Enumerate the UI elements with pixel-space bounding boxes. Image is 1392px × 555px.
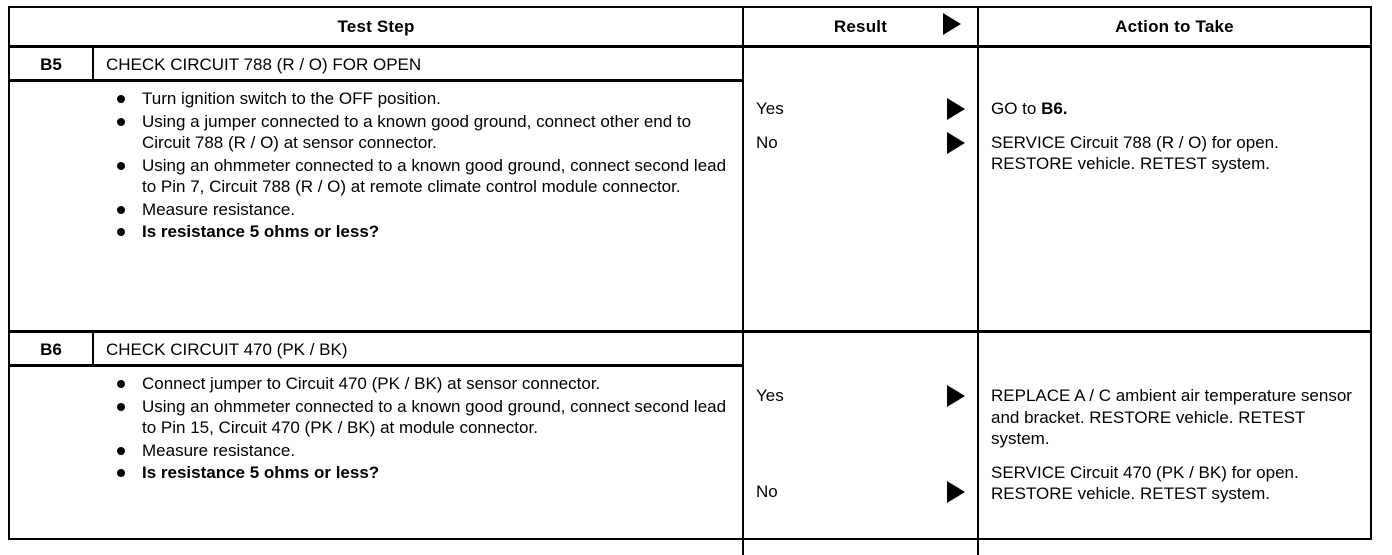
step-bullet-list-b5: Turn ignition switch to the OFF position…	[10, 88, 732, 243]
list-item: Using a jumper connected to a known good…	[110, 111, 732, 154]
bullet-dot-icon	[117, 228, 125, 236]
bullet-dot-icon	[117, 380, 125, 388]
bullet-text: Connect jumper to Circuit 470 (PK / BK) …	[142, 374, 601, 393]
bullet-text: Using a jumper connected to a known good…	[142, 111, 692, 153]
bullet-dot-icon	[117, 446, 125, 455]
bullet-text: Is resistance 5 ohms or less?	[142, 463, 380, 482]
triangle-right-icon	[947, 98, 965, 126]
action-text: REPLACE A / C ambient air temperature se…	[991, 386, 1352, 448]
bullet-dot-icon	[117, 95, 125, 103]
bullet-text: Using an ohmmeter connected to a known g…	[142, 396, 727, 438]
action-text: SERVICE Circuit 470 (PK / BK) for open. …	[991, 462, 1299, 504]
bullet-text: Is resistance 5 ohms or less?	[142, 222, 380, 241]
step-title-b6: CHECK CIRCUIT 470 (PK / BK)	[92, 333, 742, 367]
column-header-result: Result	[833, 16, 888, 36]
step-title-result-spacer-b6	[742, 333, 977, 367]
bullet-dot-icon	[117, 205, 125, 214]
step-actions-cell-b6: REPLACE A / C ambient air temperature se…	[977, 367, 1370, 555]
column-header-test-step: Test Step	[337, 16, 415, 36]
step-title-row-b5: B5 CHECK CIRCUIT 788 (R / O) FOR OPEN	[10, 48, 1370, 82]
action-text-emphasis: B6.	[1041, 99, 1068, 118]
triangle-right-icon	[947, 385, 965, 413]
bullet-text: Using an ohmmeter connected to a known g…	[142, 155, 727, 197]
action-text: SERVICE Circuit 788 (R / O) for open. RE…	[991, 132, 1279, 174]
action-text-no-b5: SERVICE Circuit 788 (R / O) for open. RE…	[991, 132, 1356, 175]
step-actions-cell-b5: GO to B6. SERVICE Circuit 788 (R / O) fo…	[977, 82, 1370, 330]
step-title-action-spacer-b5	[977, 48, 1370, 82]
bullet-text: Measure resistance.	[142, 440, 296, 460]
step-bullets-cell-b6: Connect jumper to Circuit 470 (PK / BK) …	[10, 367, 742, 555]
step-bullets-cell-b5: Turn ignition switch to the OFF position…	[10, 82, 742, 330]
triangle-right-icon	[947, 480, 965, 509]
step-title-action-spacer-b6	[977, 333, 1370, 367]
bullet-dot-icon	[117, 469, 125, 477]
action-text-no-b6: SERVICE Circuit 470 (PK / BK) for open. …	[991, 462, 1356, 505]
row-divider	[10, 330, 1370, 333]
list-item: Using an ohmmeter connected to a known g…	[110, 396, 732, 439]
step-results-cell-b5: Yes No	[742, 82, 977, 330]
step-body-b5: Turn ignition switch to the OFF position…	[10, 82, 1370, 330]
step-id-b5: B5	[40, 55, 62, 74]
bullet-text: Turn ignition switch to the OFF position…	[142, 89, 441, 108]
list-item: Measure resistance.	[110, 440, 732, 462]
list-item: Using an ohmmeter connected to a known g…	[110, 155, 732, 198]
result-label: Yes	[756, 386, 784, 405]
result-label: No	[756, 132, 778, 152]
bullet-dot-icon	[117, 402, 125, 411]
action-text: GO to	[991, 99, 1042, 118]
column-header-result-cell: Result	[742, 8, 977, 45]
list-item: Is resistance 5 ohms or less?	[110, 221, 732, 243]
step-title-row-b6: B6 CHECK CIRCUIT 470 (PK / BK)	[10, 333, 1370, 367]
result-row-no-b6: No	[756, 480, 977, 503]
result-row-no-b5: No	[756, 131, 977, 154]
action-text-yes-b6: REPLACE A / C ambient air temperature se…	[991, 385, 1356, 450]
list-item: Measure resistance.	[110, 199, 732, 221]
bullet-text: Measure resistance.	[142, 199, 296, 219]
triangle-right-icon	[947, 131, 965, 160]
step-results-cell-b6: Yes No	[742, 367, 977, 555]
table-header-row: Test Step Result Action to Take	[10, 8, 1370, 48]
result-row-yes-b6: Yes	[756, 385, 977, 407]
column-header-action-to-take: Action to Take	[977, 8, 1370, 45]
list-item: Connect jumper to Circuit 470 (PK / BK) …	[110, 373, 732, 395]
step-title-b5: CHECK CIRCUIT 788 (R / O) FOR OPEN	[92, 48, 742, 82]
result-row-yes-b5: Yes	[756, 98, 977, 120]
result-label: Yes	[756, 99, 784, 118]
bullet-dot-icon	[117, 161, 125, 170]
step-bullet-list-b6: Connect jumper to Circuit 470 (PK / BK) …	[10, 373, 732, 484]
triangle-right-icon	[943, 13, 961, 40]
list-item: Is resistance 5 ohms or less?	[110, 462, 732, 484]
step-id-b6: B6	[40, 340, 62, 359]
action-text-yes-b5: GO to B6.	[991, 98, 1356, 120]
pinpoint-test-table: Test Step Result Action to Take B5 CHECK…	[8, 6, 1372, 555]
list-item: Turn ignition switch to the OFF position…	[110, 88, 732, 110]
step-body-b6: Connect jumper to Circuit 470 (PK / BK) …	[10, 367, 1370, 555]
result-label: No	[756, 481, 778, 501]
step-title-result-spacer-b5	[742, 48, 977, 82]
bullet-dot-icon	[117, 117, 125, 126]
